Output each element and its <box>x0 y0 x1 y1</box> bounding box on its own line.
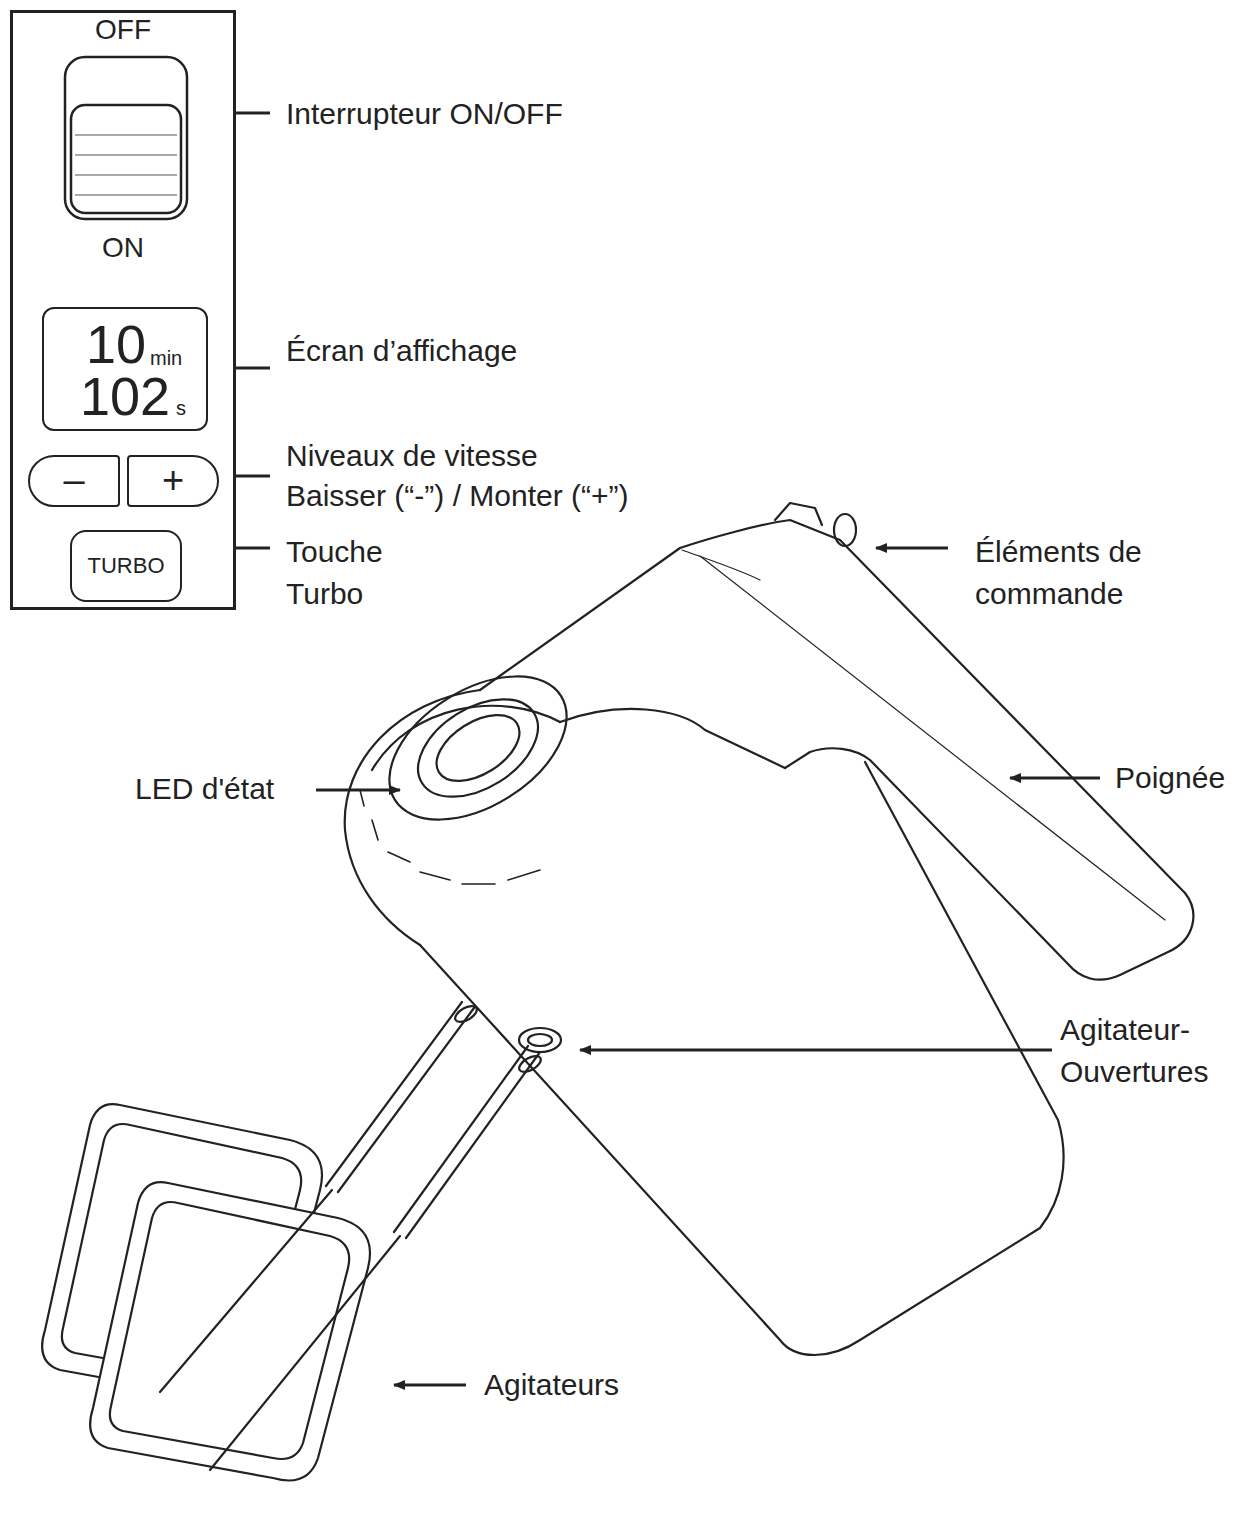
mixer-shoulder <box>560 709 785 768</box>
leader-arrow <box>1010 777 1100 780</box>
callout-label: LED d'état <box>135 768 274 810</box>
beater-rod <box>210 1236 400 1470</box>
beater-rod <box>326 1002 474 1192</box>
status-led <box>425 702 531 795</box>
leader-arrow <box>394 1384 466 1387</box>
status-led <box>364 647 592 849</box>
control-knob <box>775 503 822 525</box>
callout-label: Baisser (“-”) / Monter (“+”) <box>286 475 629 517</box>
handle-highlight <box>700 556 1165 920</box>
leader-arrow <box>316 789 400 792</box>
vents <box>360 790 540 884</box>
node-text: s <box>176 397 186 419</box>
node-text: TURBO <box>72 532 180 600</box>
node-text: min <box>150 347 182 369</box>
beater-ring <box>453 1003 480 1025</box>
callout-label: Agitateurs <box>484 1364 619 1406</box>
node-text: 10 <box>86 315 146 374</box>
callout-label: Poignée <box>1115 757 1225 799</box>
status-led <box>401 679 555 817</box>
switch-frame <box>65 57 187 219</box>
mixer-head-inner <box>372 706 560 770</box>
switch-slider <box>71 105 181 213</box>
mixer-body <box>480 520 1193 980</box>
callout-label: Écran d’affichage <box>286 330 517 372</box>
control-knob <box>834 514 856 546</box>
display-screen: 10min102 s <box>42 307 208 431</box>
control-panel: OFF ON 10min102 s –+ TURBO <box>10 10 236 610</box>
switch-ridges <box>75 135 177 195</box>
callout-label: Agitateur- Ouvertures <box>1060 1009 1230 1093</box>
node-text: 102 <box>80 367 170 426</box>
node-text: ON <box>13 233 233 264</box>
plus-button: + <box>127 455 219 507</box>
node-text: + <box>129 457 217 505</box>
beater-ring <box>517 1053 544 1075</box>
callout-label: Éléments de commande <box>975 531 1180 615</box>
callout-label: Interrupteur ON/OFF <box>286 93 563 135</box>
beater-rod <box>394 1046 540 1238</box>
beater-opening <box>528 1034 552 1046</box>
beater-rod <box>160 1190 332 1392</box>
node-text: – <box>30 457 118 505</box>
minus-button: – <box>28 455 120 507</box>
beater <box>90 1182 370 1480</box>
callout-label: Niveaux de vitesse <box>286 435 538 477</box>
turbo-button: TURBO <box>70 530 182 602</box>
handle-seam <box>682 550 760 580</box>
leader-arrow <box>876 547 948 550</box>
node-text: OFF <box>13 15 233 46</box>
leader-arrow <box>580 1049 1052 1052</box>
mixer-housing <box>420 762 1064 1355</box>
callout-label: Touche Turbo <box>286 531 416 615</box>
beater <box>110 1202 349 1459</box>
